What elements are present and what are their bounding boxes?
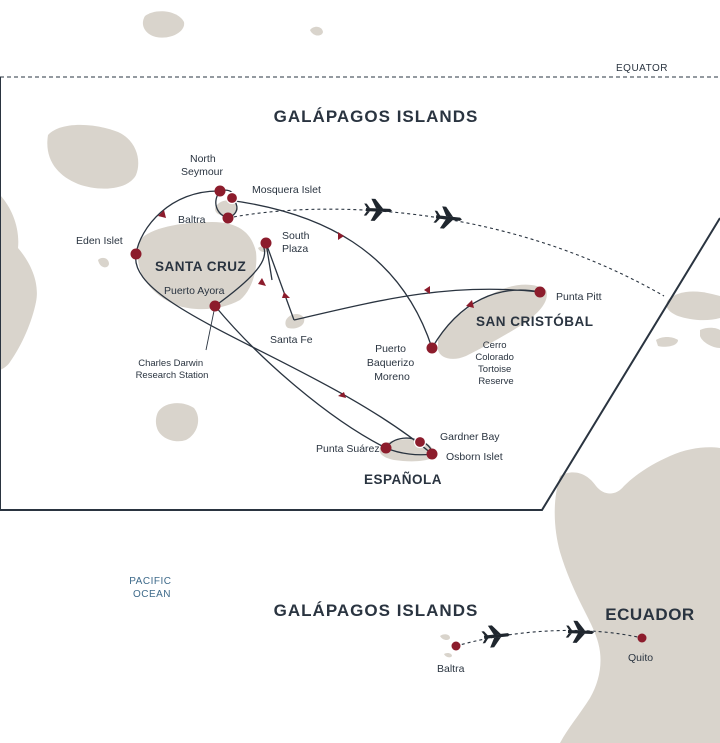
label-mosquera-islet: Mosquera Islet [252,184,321,196]
island-label-san-cristobal: SAN CRISTÓBAL [476,314,594,329]
overview-stop-quito[interactable] [637,633,647,643]
route-arrows [158,210,474,398]
land-masses [0,11,720,743]
label-santa-fe: Santa Fe [270,334,313,346]
island-baltra [215,200,238,216]
cruise-routes [135,189,541,456]
label-eden-islet: Eden Islet [76,235,123,247]
label-osborn-islet: Osborn Islet [446,451,503,463]
stop-baltra[interactable] [222,212,234,224]
island-rabida [98,257,109,268]
overview-map-title: GALÁPAGOS ISLANDS [274,601,479,620]
label-charles-darwin-station: Charles Darwin Research Station [136,358,209,381]
stop-punta-suarez[interactable] [380,442,392,454]
island-genovesa [142,11,185,38]
stop-gardner-bay[interactable] [413,435,427,449]
label-north-seymour: North Seymour [181,153,224,178]
main-map-title: GALÁPAGOS ISLANDS [274,107,479,126]
inset-galapagos-small [656,337,678,347]
airplane-icon [565,620,594,643]
overview-flight-path [455,629,643,647]
label-gardner-bay: Gardner Bay [440,431,500,443]
stop-puerto-ayora[interactable] [209,300,221,312]
stop-eden-islet[interactable] [130,248,142,260]
island-label-espanola: ESPAÑOLA [364,472,442,487]
inset-galapagos-right [700,327,720,348]
label-baltra: Baltra [178,214,206,226]
inset-galapagos-east [666,291,720,321]
airplane-icon [363,198,392,221]
island-isabela [0,195,37,370]
label-south-plaza: South Plaza [282,230,312,255]
equator-label: EQUATOR [616,63,668,74]
stop-south-plaza[interactable] [260,237,272,249]
label-punta-suarez: Punta Suárez [316,443,380,455]
stop-osborn-islet[interactable] [426,448,438,460]
island-santa-cruz [137,222,257,310]
inset-galapagos-mini-2 [444,652,452,658]
stop-markers [130,185,546,460]
south-america-coast [554,447,720,743]
country-label-ecuador: ECUADOR [605,605,694,624]
island-santa-fe [285,314,305,329]
island-marchena [310,26,323,36]
island-floreana [155,403,199,442]
stop-puerto-baquerizo-moreno[interactable] [426,342,438,354]
island-label-santa-cruz: SANTA CRUZ [155,259,246,274]
charles-darwin-leader [205,305,216,351]
overview-stop-baltra[interactable] [451,641,461,651]
overview-label-baltra: Baltra [437,663,465,675]
label-cerro-colorado: Cerro Colorado Tortoise Reserve [475,340,516,387]
label-punta-pitt: Punta Pitt [556,291,602,303]
stop-punta-pitt[interactable] [534,286,546,298]
label-puerto-ayora: Puerto Ayora [164,285,225,297]
overview-label-quito: Quito [628,652,653,664]
stop-north-seymour[interactable] [214,185,226,197]
stop-mosquera-islet[interactable] [225,191,239,205]
airplane-icon [481,625,510,648]
main-map-frame [0,77,720,511]
main-flight-path [227,208,665,297]
inset-galapagos-mini-1 [440,634,450,641]
airplane-icon [433,206,462,229]
island-san-cristobal [438,284,547,359]
pacific-ocean-label: PACIFIC OCEAN [129,576,175,600]
island-santiago [47,124,139,189]
label-puerto-baquerizo-moreno: Puerto Baquerizo Moreno [367,343,417,383]
